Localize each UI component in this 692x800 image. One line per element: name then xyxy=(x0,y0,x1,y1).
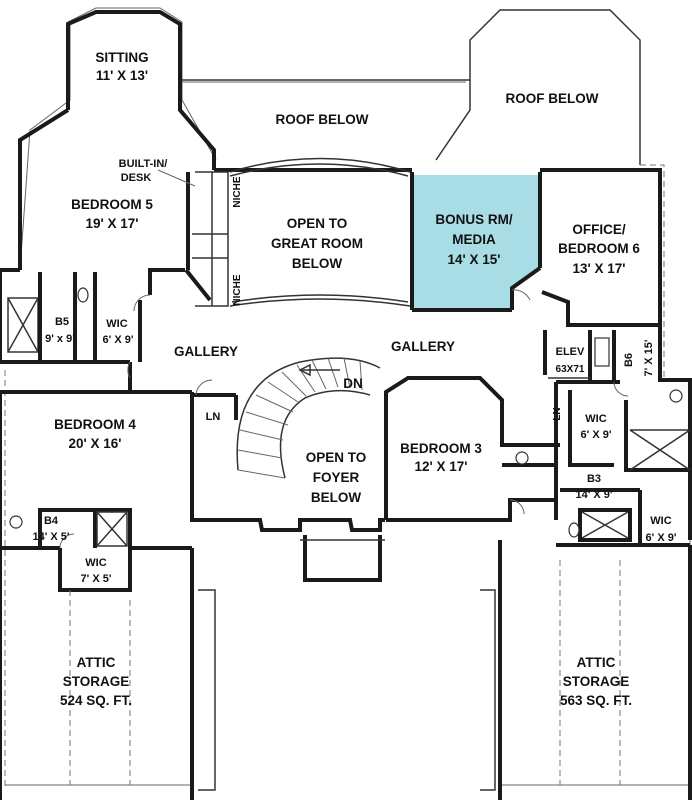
open-foyer-line1: OPEN TO xyxy=(306,450,367,465)
sink-icon xyxy=(515,451,529,465)
toilet-icon xyxy=(568,522,580,538)
wic3-label: WIC xyxy=(650,515,671,527)
b4-label: B4 xyxy=(44,515,59,527)
bedroom3-size: 12' X 17' xyxy=(415,459,468,474)
doors xyxy=(59,289,629,549)
niche-upper-label: NICHE xyxy=(232,176,243,207)
b6-size: 7' X 15' xyxy=(643,339,655,376)
built-in-desk-label-1: BUILT-IN/ xyxy=(119,158,168,170)
ln-left-label: LN xyxy=(206,411,221,423)
bedroom4-label: BEDROOM 4 xyxy=(54,417,136,432)
wic-b6-label: WIC xyxy=(585,413,606,425)
b5-size: 9' x 9' xyxy=(45,333,75,345)
elev-label: ELEV xyxy=(556,346,585,358)
wic3-size: 6' X 9' xyxy=(646,532,677,544)
ln-right-label: LN xyxy=(552,407,563,420)
built-in-desk-label-2: DESK xyxy=(121,172,152,184)
toilet-icon xyxy=(669,389,683,403)
b3-size: 14' X 9' xyxy=(575,489,612,501)
wic5-label: WIC xyxy=(106,318,127,330)
wic4-size: 7' X 5' xyxy=(81,573,112,585)
b3-label: B3 xyxy=(587,473,601,485)
sink-icon xyxy=(9,515,23,529)
attic-right-line2: STORAGE xyxy=(563,674,630,689)
walls xyxy=(0,10,692,800)
office-size: 13' X 17' xyxy=(573,261,626,276)
open-great-room-line1: OPEN TO xyxy=(287,216,348,231)
b6-label: B6 xyxy=(623,353,635,367)
elev-size: 63X71 xyxy=(556,364,585,375)
b5-label: B5 xyxy=(55,316,69,328)
bonus-room-line1: BONUS RM/ xyxy=(435,212,512,227)
niche-lower-label: NICHE xyxy=(232,274,243,305)
wic5-size: 6' X 9' xyxy=(103,334,134,346)
attic-left-line2: STORAGE xyxy=(63,674,130,689)
roof-outlines xyxy=(4,7,691,790)
office-line1: OFFICE/ xyxy=(572,222,625,237)
bonus-room-fill xyxy=(412,175,540,310)
roof-below-left-label: ROOF BELOW xyxy=(276,112,369,127)
sitting-size: 11' X 13' xyxy=(96,68,148,83)
attic-right-area: 563 SQ. FT. xyxy=(560,693,632,708)
office-line2: BEDROOM 6 xyxy=(558,241,640,256)
bedroom5-label: BEDROOM 5 xyxy=(71,197,153,212)
elevator-box xyxy=(594,337,610,367)
open-foyer-line3: BELOW xyxy=(311,490,362,505)
open-foyer-line2: FOYER xyxy=(313,470,360,485)
attic-left-area: 524 SQ. FT. xyxy=(60,693,132,708)
open-great-room-line2: GREAT ROOM xyxy=(271,236,363,251)
bedroom4-size: 20' X 16' xyxy=(69,436,122,451)
gallery-right-label: GALLERY xyxy=(391,339,455,354)
spiral-stair xyxy=(236,357,381,479)
fixtures xyxy=(9,287,683,538)
b4-size: 14' X 5' xyxy=(32,531,69,543)
stair-dn-label: DN xyxy=(343,376,363,391)
gallery-left-label: GALLERY xyxy=(174,344,238,359)
sitting-label: SITTING xyxy=(95,50,148,65)
attic-right-line1: ATTIC xyxy=(577,655,616,670)
bonus-room-size: 14' X 15' xyxy=(448,252,501,267)
bonus-room-line2: MEDIA xyxy=(452,232,496,247)
toilet-icon xyxy=(77,287,89,303)
bedroom5-size: 19' X 17' xyxy=(86,216,139,231)
bedroom3-label: BEDROOM 3 xyxy=(400,441,482,456)
roof-below-right-label: ROOF BELOW xyxy=(506,91,599,106)
wic4-label: WIC xyxy=(85,557,106,569)
attic-left-line1: ATTIC xyxy=(77,655,116,670)
room-labels: SITTING 11' X 13' ROOF BELOW ROOF BELOW … xyxy=(32,50,676,708)
open-great-room-line3: BELOW xyxy=(292,256,343,271)
wic-b6-size: 6' X 9' xyxy=(581,429,612,441)
